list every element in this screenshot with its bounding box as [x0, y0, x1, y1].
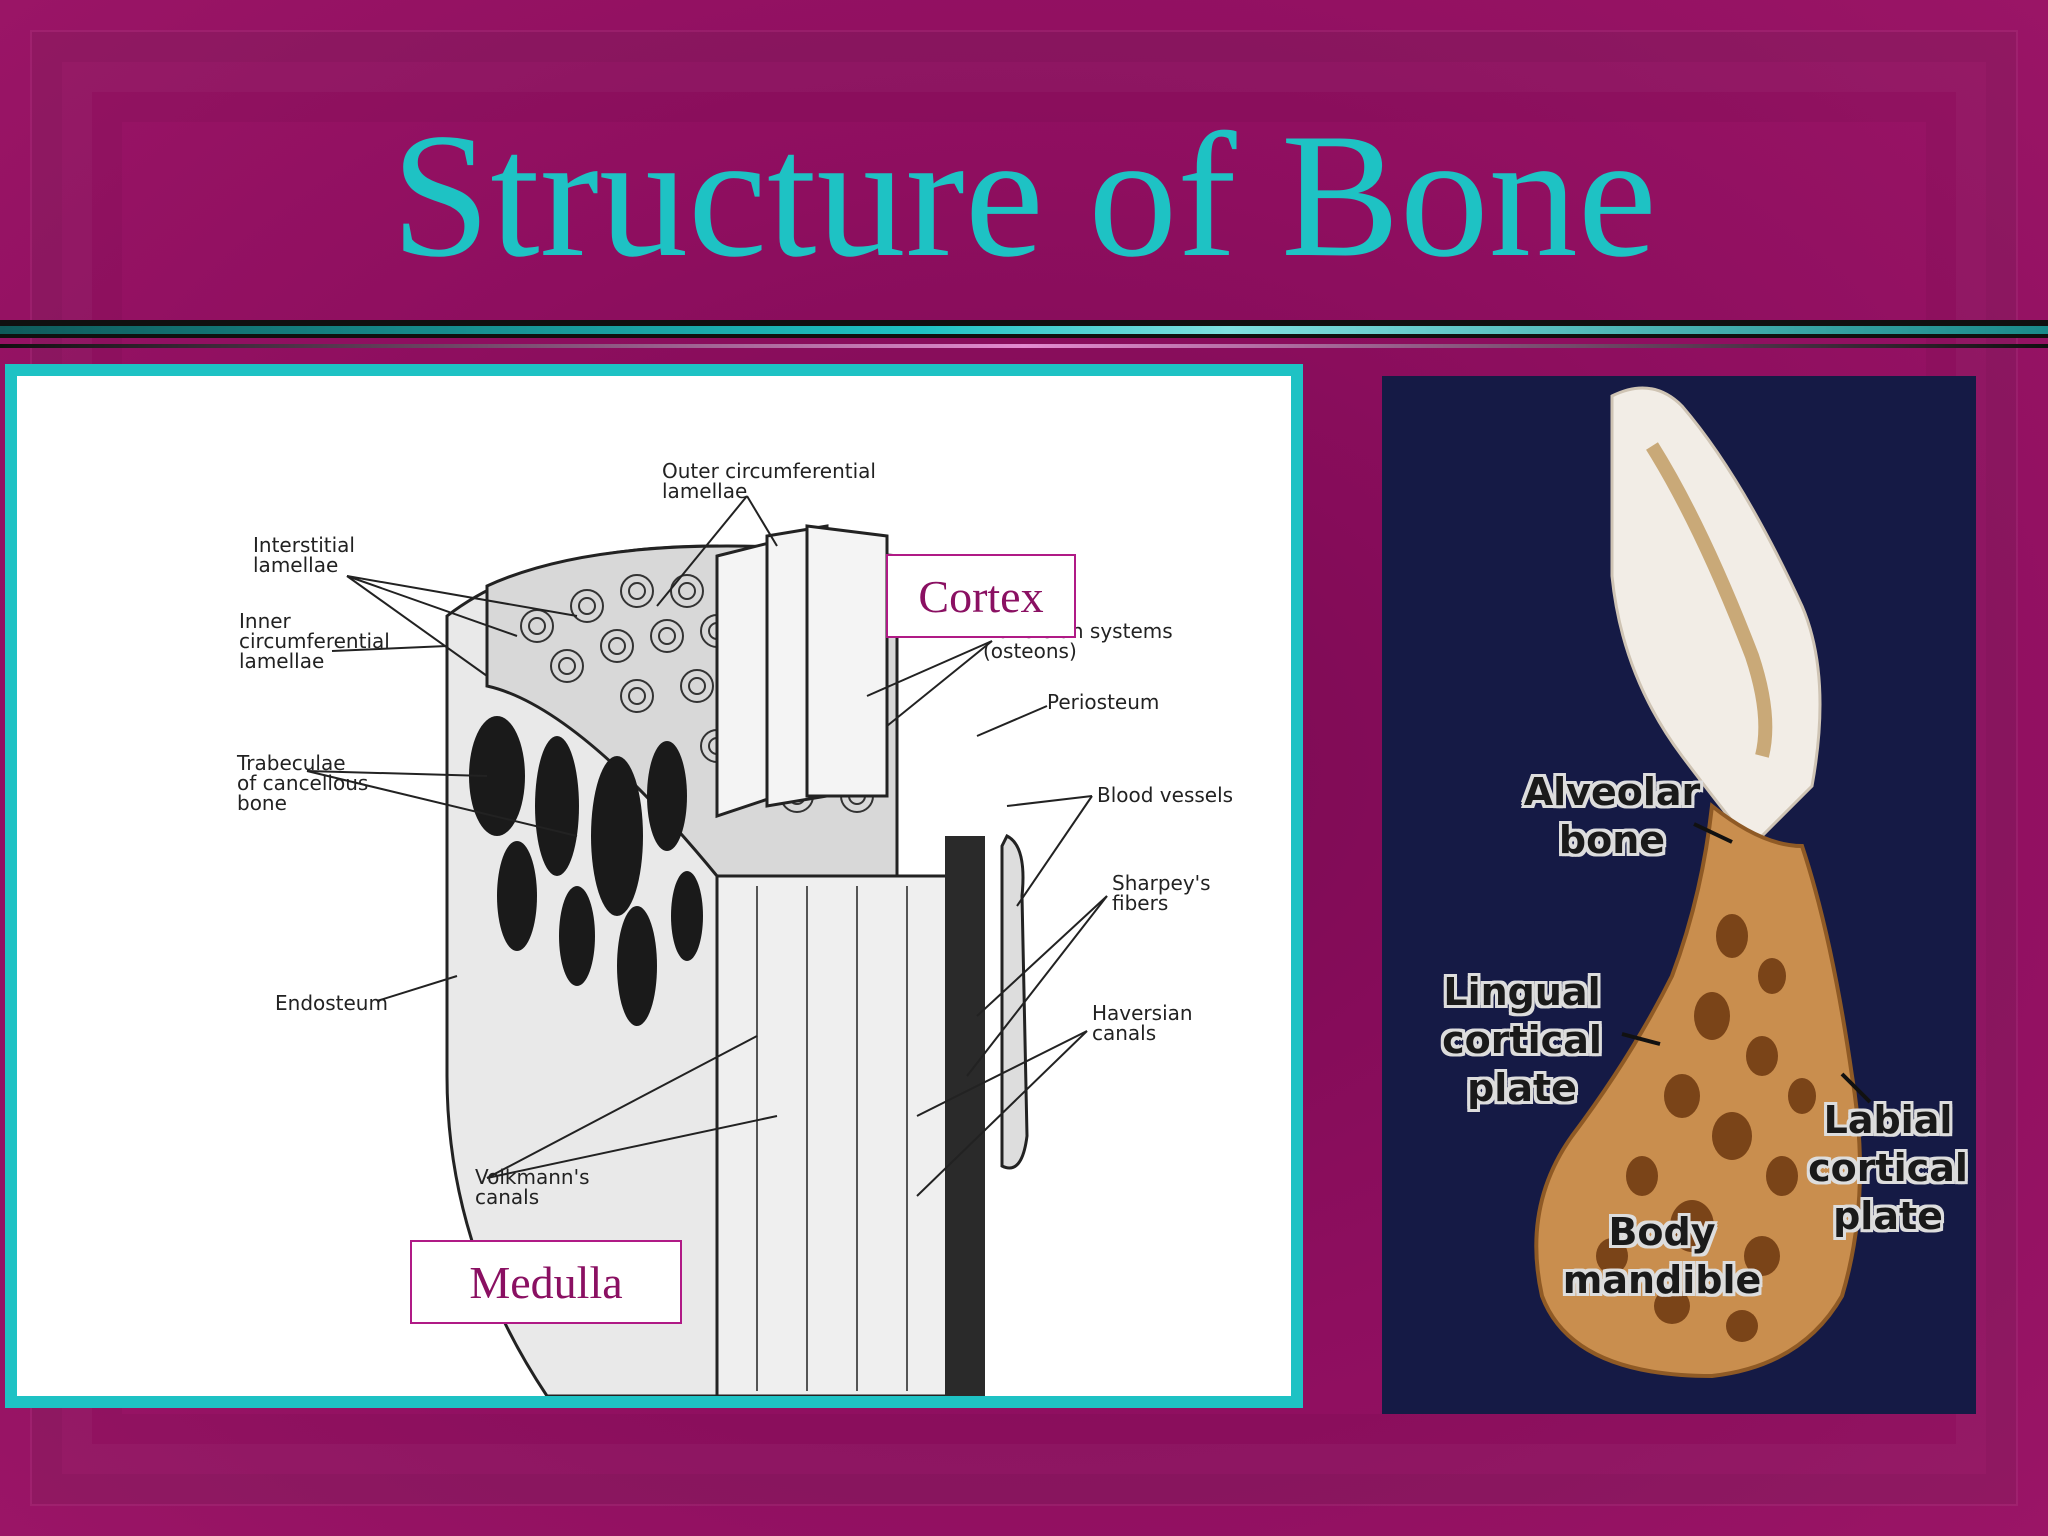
- label-interstitial: Interstitial: [253, 533, 355, 557]
- cancellous-pores: [1596, 914, 1816, 1342]
- label-outer-circumferential: Outer circumferential: [662, 459, 876, 483]
- photo-pointer-lines: [1621, 822, 1872, 1104]
- haversian-canal-lines: [756, 886, 908, 1391]
- label-trabeculae: Trabeculae: [236, 751, 346, 775]
- title-divider-accent: [0, 326, 2048, 334]
- label-endosteum: Endosteum: [275, 991, 388, 1015]
- leader-lines: [306, 495, 1108, 1197]
- label-outer-circumferential-2: lamellae: [662, 479, 747, 503]
- slide-title: Structure of Bone: [391, 96, 1657, 294]
- label-interstitial-2: lamellae: [253, 553, 338, 577]
- cortex-label: Cortex: [886, 554, 1076, 638]
- label-inner-circumferential-3: lamellae: [239, 649, 324, 673]
- label-haversian-canals: Haversian: [1092, 1001, 1193, 1025]
- label-volkmanns-canals-2: canals: [475, 1185, 539, 1209]
- medulla-label: Medulla: [410, 1240, 682, 1324]
- title-divider-thin: [0, 344, 2048, 348]
- label-labial-cortical-plate: Labial cortical plate: [1808, 1098, 1968, 1238]
- label-periosteum: Periosteum: [1047, 690, 1159, 714]
- label-lingual-cortical-plate: Lingual cortical plate: [1442, 970, 1602, 1110]
- bone-diagram-panel: Outer circumferential lamellae Interstit…: [5, 364, 1303, 1408]
- label-trabeculae-3: bone: [237, 791, 287, 815]
- longitudinal-section: [715, 874, 949, 1396]
- label-sharpeys-fibers-2: fibers: [1112, 891, 1168, 915]
- label-body-mandible: Body mandible: [1562, 1210, 1762, 1302]
- label-inner-circumferential: Inner: [239, 609, 292, 633]
- label-alveolar-bone: Alveolar bone: [1523, 770, 1701, 862]
- periosteum-layer: [945, 836, 985, 1396]
- label-trabeculae-2: of cancellous: [237, 771, 368, 795]
- label-volkmanns-canals: Volkmann's: [475, 1165, 590, 1189]
- bone-diagram: Outer circumferential lamellae Interstit…: [236, 459, 1233, 1396]
- mandible-photo-panel: Alveolar bone Lingual cortical plate Lab…: [1382, 376, 1976, 1414]
- label-inner-circumferential-2: circumferential: [239, 629, 390, 653]
- tooth-pulp: [1646, 442, 1773, 758]
- blood-vessel: [1000, 833, 1029, 1170]
- trabeculae-network: [469, 716, 703, 1026]
- label-haversian-canals-2: canals: [1092, 1021, 1156, 1045]
- lamellae-plates: [715, 524, 889, 819]
- mandible-photo: [1534, 386, 1872, 1379]
- label-sharpeys-fibers: Sharpey's: [1112, 871, 1211, 895]
- label-haversian-systems-2: (osteons): [983, 639, 1077, 663]
- label-blood-vessels: Blood vessels: [1097, 783, 1233, 807]
